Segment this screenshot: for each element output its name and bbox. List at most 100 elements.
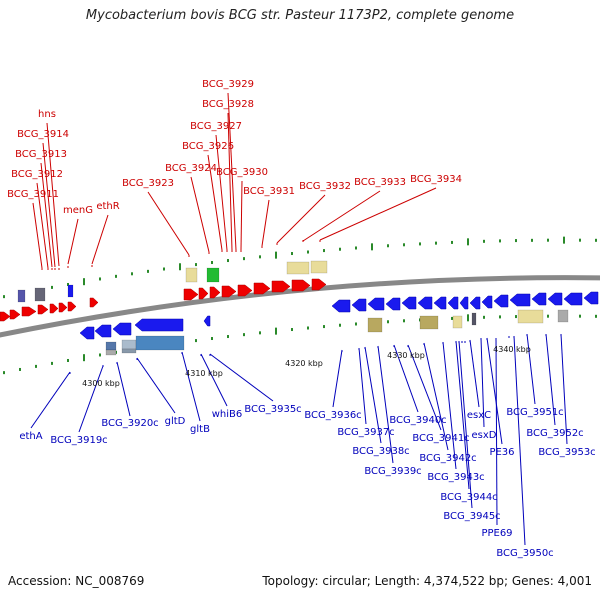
minor-tick [195,339,197,343]
forward-gene-arrow [49,303,59,314]
minor-tick [147,269,149,273]
reverse-gene-arrow [385,297,401,311]
label-leader-line [319,187,437,241]
minor-tick [451,240,453,244]
reverse-gene-arrow [134,318,184,332]
gene-label-bottom: esxD [472,430,497,441]
gene-label-bottom: ethA [19,431,42,442]
minor-tick [195,263,197,267]
minor-tick [483,315,485,319]
minor-tick [291,252,293,256]
label-leader-line [455,340,470,490]
reverse-gene-arrow [203,315,211,327]
minor-tick [35,364,37,368]
gene-label-bottom: BCG_3944c [440,492,497,503]
minor-tick [131,272,133,276]
reverse-gene-arrow [331,299,351,313]
gene-label-bottom: BCG_3945c [443,511,500,522]
label-leader-line [136,357,176,414]
scale-label: 4300 kbp [82,379,120,388]
minor-tick [67,358,69,362]
gene-label-top: BCG_3914 [17,129,69,140]
major-tick [371,243,373,251]
misc-feature [286,261,310,275]
gene-label-bottom: BCG_3919c [50,435,107,446]
misc-feature [105,341,117,351]
gene-label-top: BCG_3911 [7,189,59,200]
gene-label-bottom: BCG_3952c [526,428,583,439]
label-leader-line [91,214,109,265]
minor-tick [595,314,597,318]
forward-gene-arrow [9,309,21,320]
major-tick [467,238,469,246]
reverse-gene-arrow [433,296,447,310]
minor-tick [339,247,341,251]
misc-feature [67,284,74,298]
rna-feature [206,267,220,283]
minor-tick [307,326,309,330]
forward-gene-arrow [221,285,237,298]
repeat-feature [367,317,383,333]
minor-tick [307,250,309,254]
minor-tick [323,249,325,253]
misc-feature [121,348,137,354]
label-leader-line [302,190,381,242]
reverse-gene-arrow [583,291,599,305]
label-leader-line [147,191,190,256]
label-leader-line [276,194,326,244]
misc-feature [557,309,569,323]
minor-tick [403,243,405,247]
gene-label-top: BCG_3931 [243,186,295,197]
label-leader-line [227,112,233,251]
reverse-gene-arrow [563,292,583,306]
minor-tick [419,242,421,246]
label-leader-line [407,344,442,431]
reverse-gene-arrow [401,296,417,310]
minor-tick [99,277,101,281]
major-tick [83,354,85,362]
label-leader-line [190,176,210,253]
reverse-gene-arrow [547,292,563,306]
gene-label-bottom: BCG_3943c [427,472,484,483]
minor-tick [403,319,405,323]
label-leader-line [200,353,228,407]
gene-label-top: BCG_3913 [15,149,67,160]
minor-tick [579,314,581,318]
label-leader-line [116,361,131,417]
label-leader-line [78,365,104,433]
label-leader-line [30,371,71,429]
gene-label-bottom: BCG_3941c [412,433,469,444]
gene-label-bottom: gltD [165,416,186,427]
reverse-gene-arrow [351,298,367,312]
label-leader-line [486,337,503,445]
misc-feature [121,339,137,350]
gene-label-bottom: BCG_3940c [389,415,446,426]
major-tick [275,251,277,259]
forward-gene-arrow [311,278,327,291]
minor-tick [435,241,437,245]
gene-label-top: BCG_3932 [299,181,351,192]
label-leader-line [364,346,382,444]
forward-gene-arrow [37,304,49,315]
gene-label-top: BCG_3933 [354,177,406,188]
minor-tick [99,353,101,357]
scale-label: 4310 kbp [185,369,223,378]
forward-gene-arrow [271,280,291,293]
minor-tick [595,238,597,242]
label-leader-line [458,340,473,509]
minor-tick [67,282,69,286]
scale-label: 4330 kbp [387,351,425,360]
upper-scale-ticks [3,236,597,299]
reverse-gene-arrow [481,295,493,309]
label-leader-line [67,218,79,265]
minor-tick [243,333,245,337]
forward-gene-arrow [209,286,221,299]
misc-feature [471,312,477,326]
misc-feature [105,349,117,356]
gene-label-bottom: gltB [190,424,210,435]
repeat-feature [419,315,439,330]
minor-tick [515,239,517,243]
minor-tick [3,371,5,375]
label-leader-line [560,333,568,445]
